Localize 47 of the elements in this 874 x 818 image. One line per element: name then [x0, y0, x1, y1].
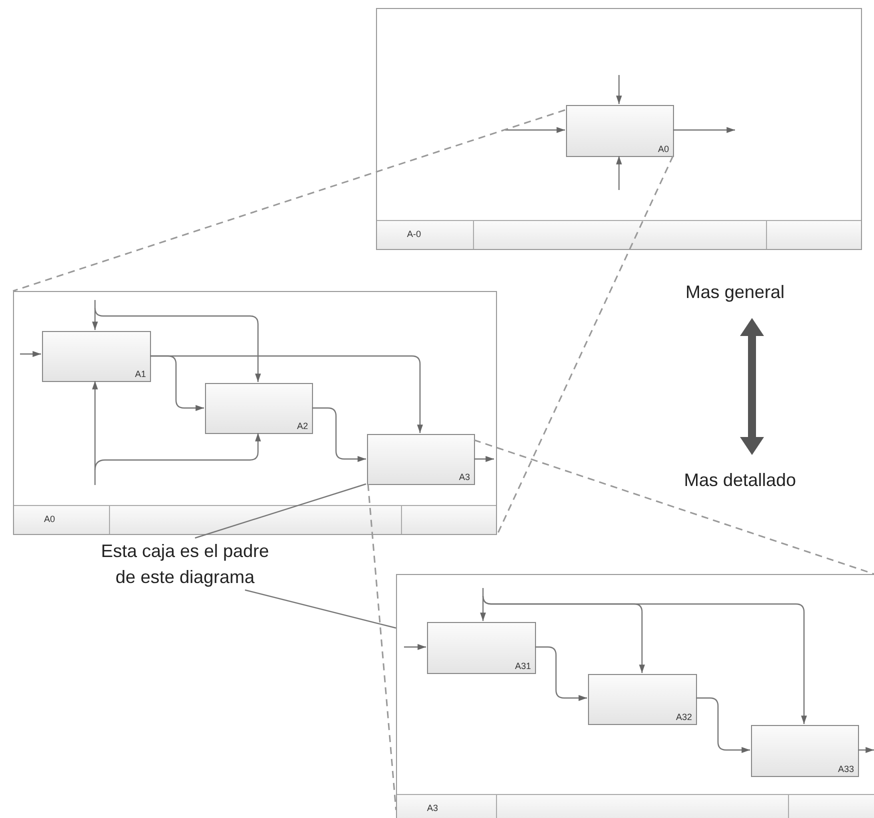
sheet-number: A3: [427, 803, 438, 813]
zoom-line: [367, 484, 397, 810]
box-number: A2: [296, 421, 308, 431]
diagram-sheet: [13, 291, 497, 535]
box-number: A3: [458, 472, 470, 482]
arrow: [480, 588, 486, 621]
process-box: [42, 331, 151, 382]
sheet-number: A0: [44, 514, 56, 524]
arrow: [94, 308, 261, 382]
arrow: [858, 747, 874, 753]
process-box: [427, 622, 536, 674]
arrow: [616, 75, 622, 104]
arrow: [92, 300, 98, 330]
zoom-line: [496, 156, 674, 536]
scale-label: Mas general: [684, 282, 786, 303]
diagram-sheet: [376, 8, 862, 250]
box-number: A33: [838, 764, 854, 774]
process-box: [205, 383, 313, 434]
arrow: [673, 127, 735, 133]
arrow: [696, 697, 750, 753]
leader-line: [194, 483, 366, 539]
arrow: [94, 433, 261, 470]
arrow: [150, 355, 423, 433]
sheet-number: A-0: [407, 229, 422, 239]
arrow: [404, 644, 426, 650]
zoom-line: [12, 109, 566, 292]
arrow: [92, 381, 98, 485]
arrow: [505, 127, 565, 133]
arrow: [535, 646, 587, 701]
box-number: A32: [676, 712, 692, 722]
process-box: [566, 105, 674, 157]
zoom-line: [474, 439, 874, 575]
leader-line: [244, 589, 396, 629]
box-number: A31: [514, 661, 531, 671]
arrow: [474, 456, 494, 462]
callout-text: Esta caja es el padre de este diagrama: [100, 538, 270, 590]
arrow: [482, 596, 807, 724]
box-number: A0: [658, 144, 669, 154]
box-number: A1: [134, 369, 146, 379]
scale-label: Mas detallado: [682, 470, 798, 491]
arrow: [20, 351, 41, 357]
process-box: [751, 725, 859, 777]
arrow: [312, 407, 366, 462]
diagram-sheet: [396, 574, 874, 818]
process-box: [367, 434, 475, 485]
arrow: [616, 156, 622, 190]
process-box: [588, 674, 697, 725]
